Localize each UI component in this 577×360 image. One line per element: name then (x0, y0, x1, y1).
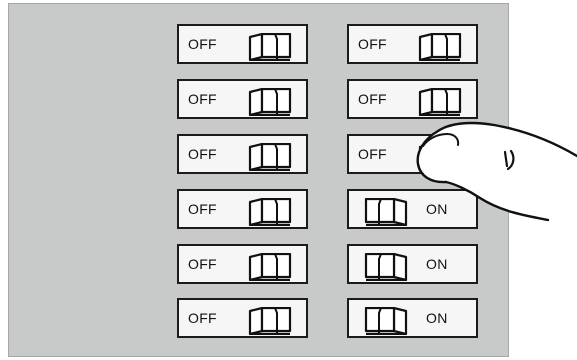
rocker-off-icon (417, 33, 463, 61)
switch-left-1[interactable]: OFF (177, 24, 308, 64)
switch-right-5[interactable]: ON (347, 244, 478, 284)
switch-state-label: ON (426, 256, 448, 272)
switch-left-6[interactable]: OFF (177, 298, 308, 338)
rocker-on-icon (363, 307, 409, 335)
rocker-off-icon (247, 198, 293, 226)
rocker-off-icon (417, 143, 463, 171)
switch-right-4[interactable]: ON (347, 189, 478, 229)
switch-left-3[interactable]: OFF (177, 134, 308, 174)
switch-left-5[interactable]: OFF (177, 244, 308, 284)
switch-state-label: OFF (188, 36, 217, 52)
switch-right-2[interactable]: OFF (347, 79, 478, 119)
rocker-on-icon (363, 198, 409, 226)
switch-right-6[interactable]: ON (347, 298, 478, 338)
rocker-off-icon (247, 88, 293, 116)
switch-state-label: ON (426, 201, 448, 217)
switch-state-label: OFF (188, 146, 217, 162)
switch-panel: OFF OFF OFF OFF (8, 3, 509, 357)
rocker-off-icon (417, 88, 463, 116)
rocker-off-icon (247, 307, 293, 335)
switch-state-label: OFF (188, 256, 217, 272)
rocker-off-icon (247, 143, 293, 171)
switch-state-label: OFF (188, 201, 217, 217)
rocker-off-icon (247, 253, 293, 281)
switch-left-4[interactable]: OFF (177, 189, 308, 229)
rocker-on-icon (363, 253, 409, 281)
switch-state-label: OFF (358, 36, 387, 52)
switch-state-label: OFF (358, 91, 387, 107)
switch-left-2[interactable]: OFF (177, 79, 308, 119)
switch-right-3[interactable]: OFF (347, 134, 478, 174)
rocker-off-icon (247, 33, 293, 61)
switch-state-label: ON (426, 310, 448, 326)
switch-state-label: OFF (188, 310, 217, 326)
switch-state-label: OFF (188, 91, 217, 107)
switch-state-label: OFF (358, 146, 387, 162)
switch-right-1[interactable]: OFF (347, 24, 478, 64)
